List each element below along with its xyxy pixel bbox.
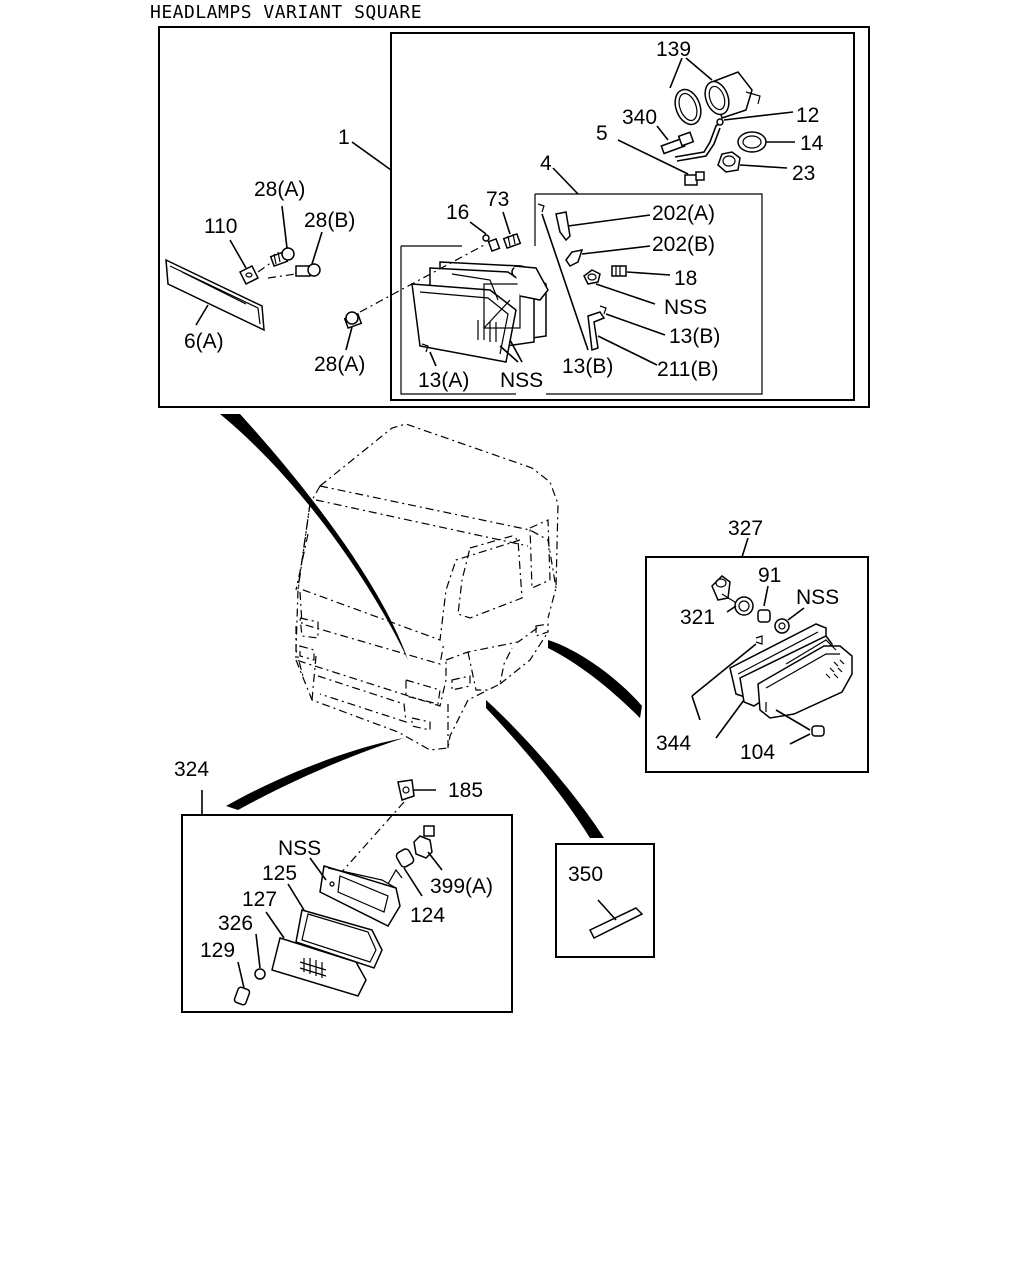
pointer-curves bbox=[220, 414, 642, 838]
label-23: 23 bbox=[792, 162, 815, 185]
label-350: 350 bbox=[568, 863, 603, 886]
part-23-cap bbox=[717, 151, 788, 173]
part-5-bulb bbox=[617, 139, 705, 186]
label-4: 4 bbox=[540, 152, 552, 175]
diagram-title: HEADLAMPS VARIANT SQUARE bbox=[150, 2, 423, 23]
label-28a-top: 28(A) bbox=[254, 178, 305, 201]
part-14-ring bbox=[737, 131, 795, 153]
headlamp-unit bbox=[411, 261, 549, 363]
part-110-bracket bbox=[229, 239, 260, 286]
label-185: 185 bbox=[448, 779, 483, 802]
label-5: 5 bbox=[596, 122, 608, 145]
label-73: 73 bbox=[486, 188, 509, 211]
label-28b: 28(B) bbox=[304, 209, 355, 232]
part-16-73-fasteners bbox=[469, 211, 522, 253]
label-6a: 6(A) bbox=[184, 330, 224, 353]
label-321: 321 bbox=[680, 606, 715, 629]
label-110: 110 bbox=[204, 215, 237, 238]
part-340-bulb bbox=[656, 125, 695, 155]
label-13b-right: 13(B) bbox=[669, 325, 720, 348]
label-12: 12 bbox=[796, 104, 819, 127]
side-lamp-panel bbox=[645, 537, 869, 773]
part-6a-trim-bar bbox=[165, 258, 265, 332]
headlamp-assembly-panel bbox=[158, 26, 870, 408]
label-340: 340 bbox=[622, 106, 657, 129]
part-13a-clip bbox=[421, 339, 523, 367]
label-18: 18 bbox=[674, 267, 697, 290]
label-nss-lamp: NSS bbox=[500, 369, 543, 392]
part-28-bolts bbox=[257, 205, 487, 351]
label-125: 125 bbox=[262, 862, 297, 885]
label-139: 139 bbox=[656, 38, 691, 61]
label-202b: 202(B) bbox=[652, 233, 715, 256]
label-28a-bottom: 28(A) bbox=[314, 353, 365, 376]
label-nss-side: NSS bbox=[796, 586, 839, 609]
label-13a: 13(A) bbox=[418, 369, 469, 392]
label-344: 344 bbox=[656, 732, 691, 755]
label-104: 104 bbox=[740, 741, 775, 764]
part-12-harness bbox=[674, 111, 794, 162]
label-16: 16 bbox=[446, 201, 469, 224]
label-14: 14 bbox=[800, 132, 824, 155]
label-127: 127 bbox=[242, 888, 277, 911]
label-13b-mid: 13(B) bbox=[562, 355, 613, 378]
part-13b-211b bbox=[537, 203, 666, 366]
truck-cab-illustration bbox=[295, 423, 559, 751]
label-1: 1 bbox=[338, 126, 350, 149]
label-202a: 202(A) bbox=[652, 202, 715, 225]
label-nss-fog: NSS bbox=[278, 837, 321, 860]
label-124: 124 bbox=[410, 904, 445, 927]
part-202-brackets bbox=[555, 211, 671, 305]
label-129: 129 bbox=[200, 939, 235, 962]
label-nss-headlamp: NSS bbox=[664, 296, 707, 319]
label-326: 326 bbox=[218, 912, 253, 935]
callout-labels: 139 340 12 5 14 23 1 4 28(A) 28(B) 110 1… bbox=[174, 38, 839, 962]
part-350-panel bbox=[555, 843, 655, 958]
label-324: 324 bbox=[174, 758, 209, 781]
part-139-rings bbox=[669, 57, 761, 126]
label-211b: 211(B) bbox=[657, 358, 718, 381]
label-399a: 399(A) bbox=[430, 875, 493, 898]
label-327: 327 bbox=[728, 517, 763, 540]
fog-lamp-panel bbox=[181, 779, 513, 1013]
label-91: 91 bbox=[758, 564, 781, 587]
